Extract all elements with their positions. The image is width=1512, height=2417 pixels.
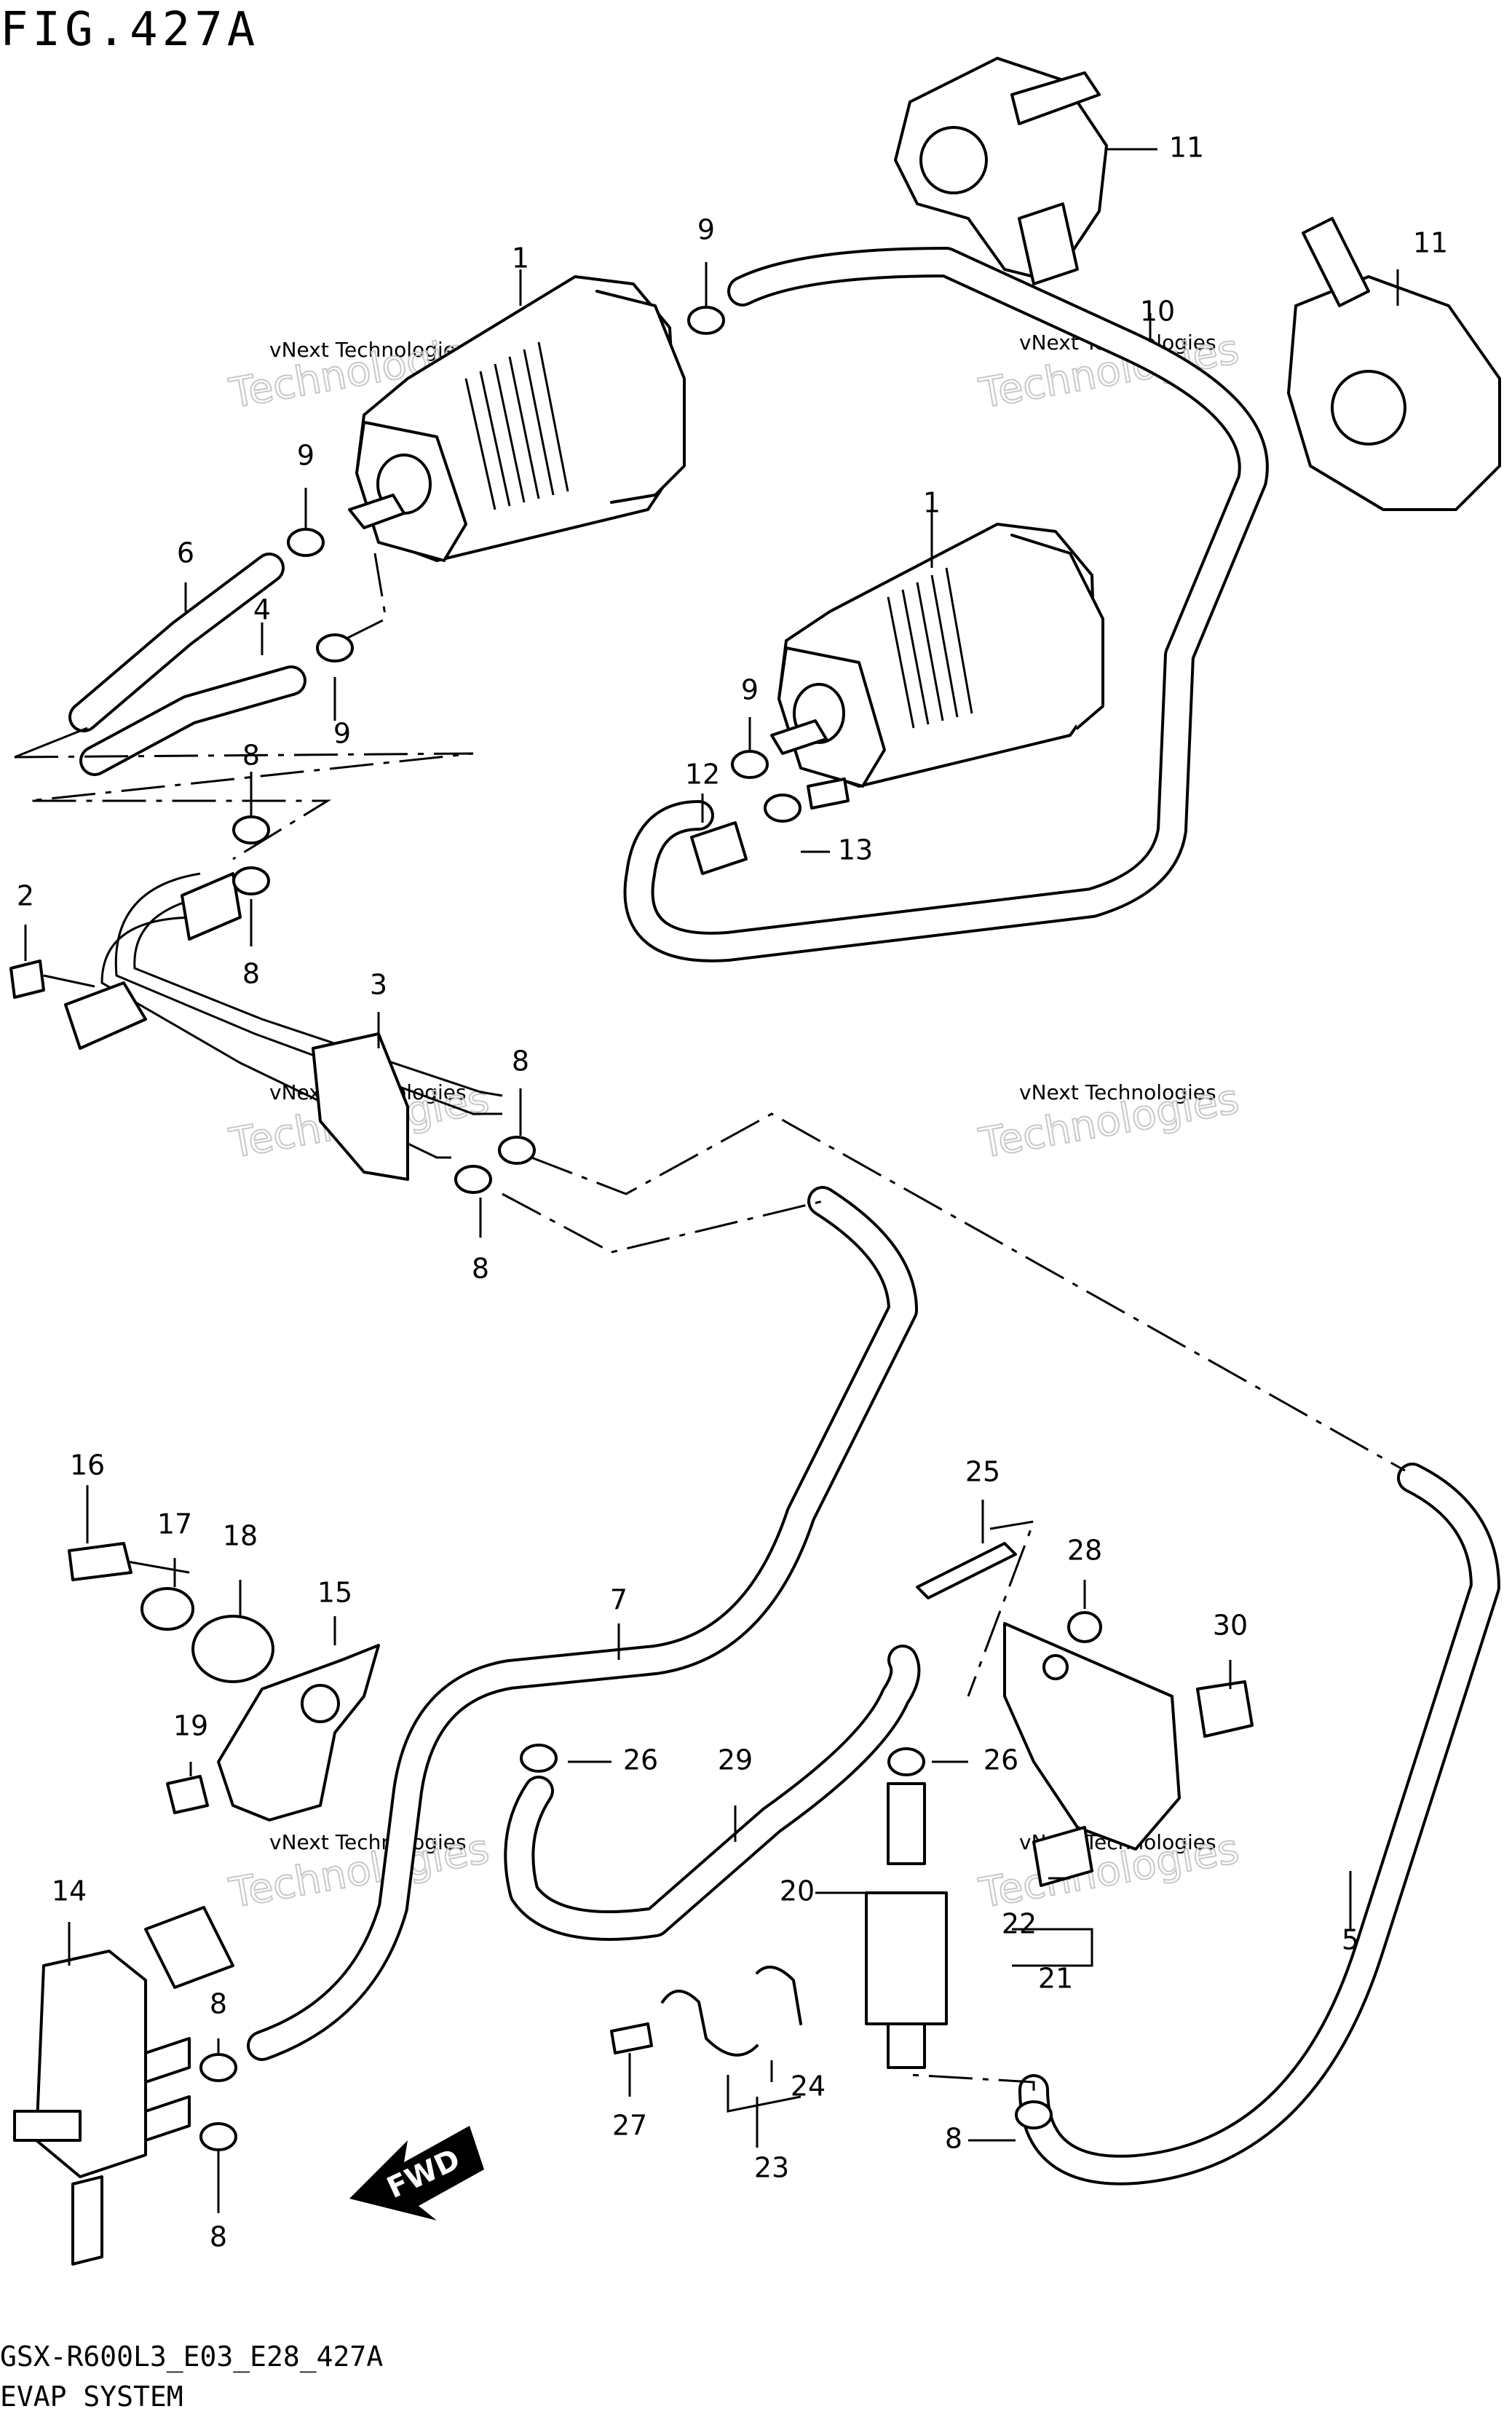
callout-28: 28	[1067, 1535, 1102, 1567]
small-parts	[916, 1542, 1254, 1738]
callout-9: 9	[297, 440, 314, 472]
callout-1: 1	[512, 242, 529, 274]
callout-15: 15	[317, 1577, 352, 1609]
callout-8: 8	[512, 1045, 529, 1077]
hose-4	[79, 665, 306, 776]
footer-code: GSX-R600L3_E03_E28_427A	[0, 2341, 383, 2373]
callout-18: 18	[223, 1520, 258, 1552]
callout-8: 8	[472, 1253, 489, 1285]
callout-7: 7	[610, 1584, 628, 1616]
callouts: 1 1 2 3 4 5 6 7 8 8 8 8 8 8 8 9 9 9 9 10…	[17, 132, 1448, 2253]
valve-20	[865, 1782, 948, 2069]
callout-19: 19	[173, 1710, 208, 1742]
callout-11: 11	[1413, 227, 1448, 259]
callout-13: 13	[838, 834, 873, 866]
callout-9: 9	[741, 674, 759, 706]
callout-26: 26	[983, 1744, 1018, 1776]
solenoid-valve-14	[13, 1906, 234, 2266]
figure-title: FIG.427A	[0, 3, 259, 57]
callout-17: 17	[157, 1508, 192, 1540]
svg-text:vNext Technologies: vNext Technologies	[269, 338, 467, 362]
callout-16: 16	[70, 1449, 105, 1482]
leader-lines	[24, 148, 1399, 2213]
callout-9: 9	[333, 718, 351, 750]
clips	[199, 306, 1053, 2151]
callout-27: 27	[612, 2110, 647, 2142]
callout-30: 30	[1213, 1610, 1248, 1642]
callout-9: 9	[697, 214, 715, 246]
callout-6: 6	[177, 537, 194, 569]
callout-8: 8	[210, 1988, 227, 2020]
pipe-assembly-3	[64, 872, 503, 1181]
callout-23: 23	[754, 2152, 789, 2184]
callout-3: 3	[370, 969, 387, 1001]
dashed-connectors	[14, 553, 1406, 2111]
hose-10	[623, 247, 1269, 962]
footer-caption: EVAP SYSTEM	[0, 2381, 183, 2413]
callout-10: 10	[1140, 296, 1175, 328]
callout-22: 22	[1002, 1908, 1037, 1940]
canister-lower	[770, 523, 1104, 810]
callout-12: 12	[685, 759, 720, 791]
callout-8: 8	[242, 958, 260, 990]
callout-8: 8	[945, 2123, 962, 2155]
bracket-11-right	[1287, 217, 1501, 511]
canister-upper	[348, 275, 686, 562]
callout-11: 11	[1169, 132, 1204, 164]
hose-5	[1018, 1463, 1500, 2185]
clamp-23-24	[610, 1966, 802, 2113]
callout-29: 29	[718, 1744, 753, 1776]
svg-text:vNext Technologies: vNext Technologies	[269, 1830, 467, 1854]
mount-parts	[68, 1542, 380, 1821]
bolt-2	[9, 960, 95, 999]
bracket-21	[1003, 1622, 1181, 1887]
bracket-11-upper	[894, 57, 1108, 285]
hose-7	[247, 1186, 918, 2061]
callout-26: 26	[623, 1744, 658, 1776]
callout-1: 1	[923, 487, 941, 519]
svg-text:vNext Technologies: vNext Technologies	[1019, 1080, 1216, 1104]
callout-4: 4	[253, 594, 271, 626]
callout-8: 8	[242, 740, 260, 772]
callout-20: 20	[780, 1875, 815, 1907]
callout-2: 2	[17, 880, 34, 912]
callout-21: 21	[1038, 1963, 1073, 1995]
fwd-arrow: FWD	[349, 2126, 484, 2220]
callout-8: 8	[210, 2221, 227, 2253]
callout-14: 14	[52, 1875, 87, 1907]
callout-5: 5	[1342, 1924, 1359, 1956]
callout-24: 24	[791, 2070, 826, 2102]
hose-12	[690, 821, 748, 875]
callout-25: 25	[965, 1456, 1000, 1488]
hose-29	[504, 1645, 921, 1941]
hose-6	[68, 553, 285, 732]
